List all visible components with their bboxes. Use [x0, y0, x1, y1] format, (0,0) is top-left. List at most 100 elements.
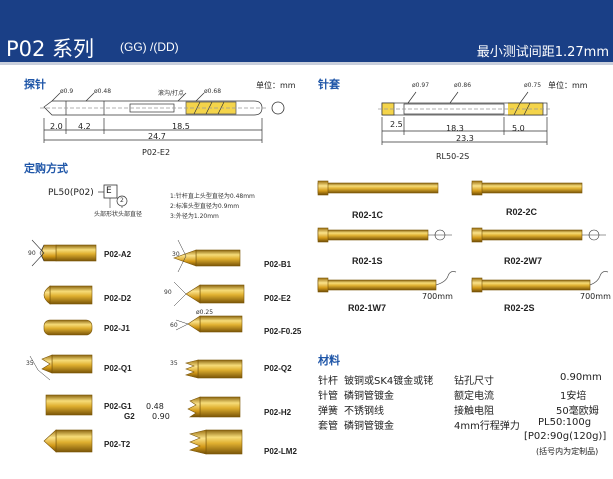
- material-value-3: 50毫欧姆: [556, 406, 599, 417]
- tip-j1: [43, 319, 93, 336]
- tip-b1-angle: 30: [172, 251, 180, 258]
- tip-g2-value: 0.90: [152, 412, 170, 421]
- tip-q1-angle: 35: [26, 360, 34, 367]
- material-part-1: 针杆: [318, 376, 338, 387]
- material-footnote: (括号内为定制品): [536, 447, 599, 456]
- material-desc-3: 不锈钢线: [344, 406, 384, 417]
- socket-drawing: [378, 91, 552, 145]
- tip-g1-name: P02-G1: [104, 402, 132, 411]
- socket-dim2: 18.3: [446, 124, 464, 133]
- material-prop-1: 钻孔尺寸: [454, 376, 494, 387]
- tip-h2-name: P02-H2: [264, 408, 292, 417]
- socket-1s-name: R02-1S: [352, 256, 383, 266]
- material-prop-3: 接触电阻: [454, 406, 494, 417]
- order-sub-code: 2: [120, 197, 124, 204]
- material-part-3: 弹簧: [318, 406, 338, 417]
- tip-g1: [45, 394, 93, 416]
- socket-1w7-length: 700mm: [422, 292, 453, 301]
- material-desc-2: 磷铜管镀金: [344, 391, 394, 402]
- tip-d2-name: P02-D2: [104, 294, 132, 303]
- tip-g1-value: 0.48: [146, 402, 164, 411]
- socket-2w7-name: R02-2W7: [504, 256, 543, 266]
- tip-a2-angle: 90: [28, 250, 36, 257]
- material-extra: [P02:90g(120g)]: [524, 431, 607, 442]
- socket-model: RL50-2S: [436, 152, 470, 161]
- material-desc-1: 铍铜或SK4镀金或铑: [344, 376, 434, 387]
- order-note-2: 2:标准头型直径为0.9mm: [170, 203, 240, 210]
- socket-1w7-name: R02-1W7: [348, 303, 387, 313]
- order-caption-shape: 头部形状: [94, 211, 119, 218]
- socket-2c: [471, 180, 583, 196]
- tip-q2-name: P02-Q2: [264, 364, 292, 373]
- material-value-4: PL50:100g: [538, 417, 592, 428]
- tip-b1-name: P02-B1: [264, 260, 292, 269]
- tip-lm2: [189, 429, 243, 455]
- min-pitch-label: 最小测试间距1.27mm: [476, 45, 609, 60]
- tip-f025-angle: 60: [170, 322, 178, 329]
- order-head-code: E: [106, 186, 112, 196]
- socket-unit: 单位：mm: [548, 81, 588, 90]
- tip-e2-name: P02-E2: [264, 294, 291, 303]
- probe-note: 滚沟/打点: [158, 90, 185, 97]
- probe-drawing: [40, 92, 266, 143]
- material-part-2: 针管: [318, 391, 338, 402]
- order-code: PL50(P02): [48, 188, 94, 198]
- socket-2s: [471, 271, 609, 293]
- tip-q2-angle: 35: [170, 360, 178, 367]
- order-note-1: 1:针杆直上头型直径为0.48mm: [170, 193, 255, 200]
- header-banner: [0, 0, 613, 62]
- tip-g2-name: G2: [124, 412, 135, 421]
- series-title: P02 系列: [6, 37, 95, 61]
- header-divider: [0, 62, 613, 65]
- socket-dia1: ø0.97: [412, 82, 430, 89]
- socket-2s-name: R02-2S: [504, 303, 535, 313]
- probe-dim4: 24.7: [148, 132, 166, 141]
- socket-1w7: [317, 271, 457, 293]
- order-note-3: 3:外径为1.20mm: [170, 213, 219, 220]
- probe-dia1: ø0.9: [60, 88, 74, 95]
- probe-section-title: 探针: [24, 78, 46, 91]
- probe-dim3: 18.5: [172, 122, 190, 131]
- tip-f025-dia: ø0.25: [196, 309, 214, 316]
- probe-dim1: 2.0: [50, 122, 63, 131]
- material-value-2: 1安培: [560, 391, 587, 402]
- tip-j1-name: P02-J1: [104, 324, 130, 333]
- order-section-title: 定购方式: [24, 162, 68, 175]
- tip-a2: [31, 239, 97, 267]
- socket-dim3: 5.0: [512, 124, 525, 133]
- materials-section-title: 材料: [318, 354, 340, 367]
- tip-q1: [29, 354, 93, 381]
- tip-b1: [173, 239, 241, 273]
- tip-t2: [43, 429, 93, 453]
- tip-a2-name: P02-A2: [104, 250, 132, 259]
- material-prop-2: 额定电流: [454, 391, 494, 402]
- tip-f025-name: P02-F0.25: [264, 327, 302, 336]
- socket-1c: [317, 180, 439, 196]
- series-suffix: (GG) /(DD): [120, 40, 179, 54]
- socket-dia2: ø0.86: [454, 82, 472, 89]
- tip-lm2-name: P02-LM2: [264, 447, 297, 456]
- tip-d2: [43, 285, 93, 305]
- tip-q2: [184, 359, 243, 379]
- material-value-1: 0.90mm: [560, 372, 602, 383]
- tip-t2-name: P02-T2: [104, 440, 131, 449]
- probe-model: P02-E2: [142, 148, 171, 157]
- socket-1c-name: R02-1C: [352, 210, 384, 220]
- socket-section-title: 针套: [318, 78, 340, 91]
- probe-dia3: ø0.68: [204, 88, 222, 95]
- socket-dia3: ø0.75: [524, 82, 542, 89]
- material-desc-4: 磷铜管镀金: [344, 421, 394, 432]
- tip-q1-name: P02-Q1: [104, 364, 132, 373]
- socket-2s-length: 700mm: [580, 292, 611, 301]
- socket-dim1: 2.5: [390, 120, 403, 129]
- probe-dia2: ø0.48: [94, 88, 112, 95]
- head-code-box: [103, 184, 118, 199]
- tip-e2: [173, 281, 245, 307]
- socket-2w7: [471, 227, 606, 243]
- socket-2c-name: R02-2C: [506, 207, 538, 217]
- socket-1s: [317, 227, 452, 243]
- probe-dim2: 4.2: [78, 122, 91, 131]
- material-prop-4: 4mm行程弹力: [454, 421, 520, 432]
- material-part-4: 套管: [318, 421, 338, 432]
